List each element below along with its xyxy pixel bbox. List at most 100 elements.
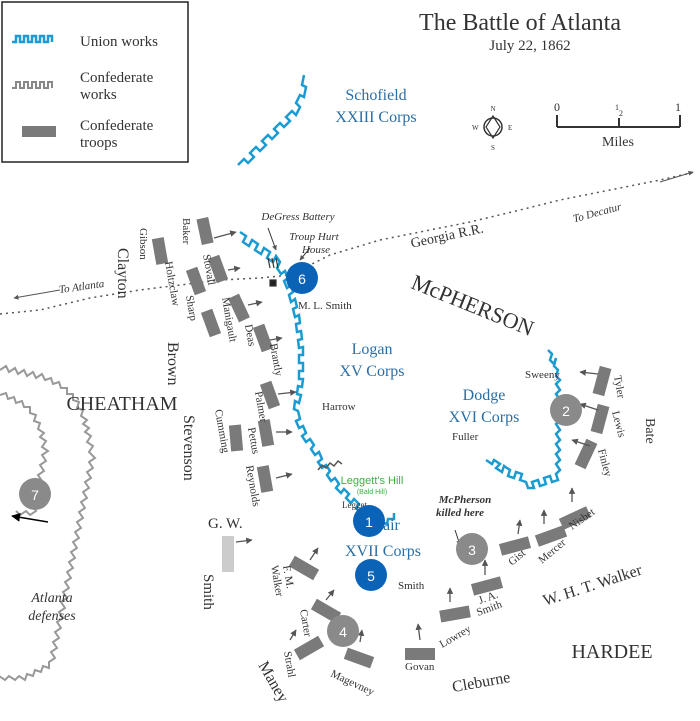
unit-pettus: Pettus bbox=[245, 426, 261, 455]
union-works-schofield bbox=[237, 74, 308, 166]
unit-baker: Baker bbox=[180, 218, 192, 245]
dodge-label: Dodge bbox=[463, 387, 506, 404]
unit-fm-walker-1: F. M. bbox=[280, 564, 296, 589]
cheatham-label: CHEATHAM bbox=[66, 393, 177, 415]
scale-unit: Miles bbox=[602, 135, 634, 150]
legend-union-label: Union works bbox=[80, 34, 158, 50]
blair-corps-label: XVII Corps bbox=[345, 543, 421, 560]
compass-rose: N S E W bbox=[472, 105, 512, 152]
troup-hurt-label-1: Troup Hurt bbox=[289, 231, 339, 243]
troops-lewis bbox=[590, 403, 610, 435]
troops-gw-smith bbox=[222, 536, 234, 572]
troops-deas bbox=[252, 323, 274, 353]
troops-lowrey bbox=[439, 605, 471, 623]
georgia-railroad bbox=[0, 171, 696, 315]
troops-stovall bbox=[207, 254, 229, 284]
unit-fuller: Fuller bbox=[452, 431, 479, 443]
legend-union-symbol bbox=[12, 34, 54, 44]
troops-gibson bbox=[151, 237, 169, 265]
marker-7: 7 bbox=[19, 478, 51, 510]
compass-n: N bbox=[490, 105, 495, 113]
troops-strahl bbox=[293, 635, 325, 661]
troops-sharp bbox=[200, 308, 222, 338]
clayton-label: Clayton bbox=[114, 248, 131, 299]
bate-label: Bate bbox=[642, 418, 657, 444]
legend-confederate-symbol bbox=[12, 81, 53, 89]
unit-brantly: Brantly bbox=[267, 342, 285, 377]
mcpherson-killed-label-2: killed here bbox=[436, 507, 484, 519]
unit-lowrey: Lowrey bbox=[438, 623, 474, 651]
map-title: The Battle of Atlanta bbox=[419, 10, 621, 36]
unit-lewis: Lewis bbox=[609, 410, 628, 439]
troops-fm-walker bbox=[288, 555, 320, 581]
troops-ja-smith bbox=[470, 576, 504, 596]
bald-hill-label: (Bald Hill) bbox=[357, 489, 387, 496]
marker-7-arrow bbox=[11, 512, 49, 523]
marker-3: 3 bbox=[456, 533, 488, 565]
schofield-corps-label: XXIII Corps bbox=[335, 109, 416, 126]
confederate-unit-labels: Baker Gibson Holtzclaw Stovall Sharp Man… bbox=[137, 218, 628, 699]
union-works bbox=[237, 74, 562, 526]
unit-sharp: Sharp bbox=[183, 294, 199, 322]
scale-half-bottom: 2 bbox=[619, 109, 623, 118]
unit-holtzclaw: Holtzclaw bbox=[162, 260, 182, 307]
atlanta-defenses-outer bbox=[0, 364, 97, 682]
numbered-markers: 1 2 3 4 5 6 7 bbox=[19, 262, 582, 647]
troops-magevney bbox=[343, 647, 375, 669]
scale-zero: 0 bbox=[554, 100, 560, 114]
scale-one: 1 bbox=[675, 100, 681, 114]
troops-palmer bbox=[259, 380, 281, 410]
cleburne-label: Cleburne bbox=[451, 669, 512, 696]
troops-nisbet bbox=[558, 506, 592, 530]
unit-ml-smith: M. L. Smith bbox=[298, 300, 352, 312]
union-works-dodge bbox=[485, 349, 562, 490]
compass-s: S bbox=[491, 144, 495, 152]
to-decatur-arrow bbox=[659, 170, 694, 183]
marker-6: 6 bbox=[286, 262, 318, 294]
mcpherson-killed-label-1: McPherson bbox=[438, 494, 492, 506]
troops-mercer bbox=[534, 525, 568, 547]
atlanta-defenses-label-2: defenses bbox=[28, 609, 76, 624]
gw-smith-label-1: G. W. bbox=[208, 516, 243, 532]
degress-arrow bbox=[267, 227, 277, 251]
scale-half-top: 1 bbox=[615, 103, 619, 112]
svg-text:7: 7 bbox=[31, 487, 39, 503]
unit-stovall: Stovall bbox=[200, 253, 217, 286]
leggetts-hill-works bbox=[317, 459, 343, 471]
svg-text:5: 5 bbox=[367, 568, 375, 584]
map-date: July 22, 1862 bbox=[489, 38, 570, 54]
svg-text:1: 1 bbox=[365, 514, 373, 530]
unit-cumming: Cumming bbox=[212, 408, 232, 454]
unit-leggett: Legget bbox=[342, 500, 367, 510]
confederate-troops bbox=[151, 217, 612, 669]
unit-magevney: Magevney bbox=[329, 668, 377, 699]
scale-bar: 0 1 2 1 Miles bbox=[554, 100, 681, 150]
wht-walker-label: W. H. T. Walker bbox=[541, 562, 645, 610]
svg-text:6: 6 bbox=[298, 271, 306, 287]
unit-strahl: Strahl bbox=[281, 650, 297, 678]
unit-palmer: Palmer bbox=[252, 390, 269, 423]
to-atlanta-label: To Atlanta bbox=[58, 278, 105, 296]
unit-deas: Deas bbox=[242, 323, 258, 347]
gw-smith-label-2: Smith bbox=[200, 574, 216, 610]
logan-corps-label: XV Corps bbox=[339, 363, 404, 380]
marker-1: 1 bbox=[353, 505, 385, 537]
degress-battery-label: DeGress Battery bbox=[260, 211, 334, 223]
troops-holtzclaw bbox=[185, 266, 207, 296]
hardee-label: HARDEE bbox=[571, 641, 652, 663]
troops-cumming bbox=[228, 424, 244, 452]
troops-reynolds bbox=[256, 465, 274, 493]
svg-text:4: 4 bbox=[339, 624, 347, 640]
unit-harrow: Harrow bbox=[322, 401, 356, 413]
svg-text:2: 2 bbox=[562, 403, 570, 419]
unit-tyler: Tyler bbox=[611, 374, 627, 399]
georgia-rr-label: Georgia R.R. bbox=[410, 222, 486, 252]
attack-arrows bbox=[213, 230, 599, 643]
svg-text:3: 3 bbox=[468, 542, 476, 558]
legend-troops-label-2: troops bbox=[80, 135, 118, 151]
legend-confederate-label-1: Confederate bbox=[80, 70, 154, 86]
blair-label: air bbox=[383, 517, 401, 534]
brown-label: Brown bbox=[164, 342, 181, 386]
degress-battery-icon bbox=[267, 257, 279, 287]
